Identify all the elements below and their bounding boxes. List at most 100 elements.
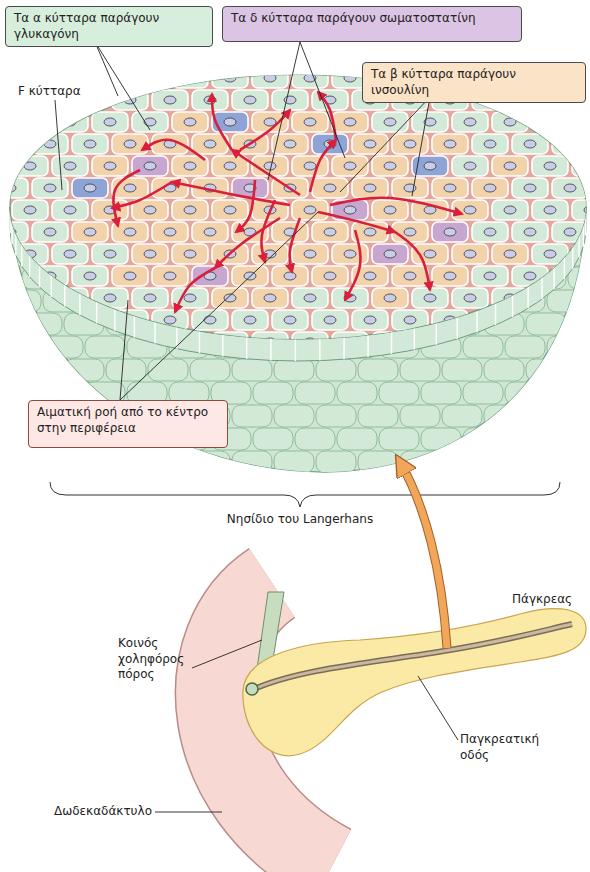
flow-arrow: [112, 182, 172, 208]
cell-nucleus: [284, 316, 296, 324]
cell-body: [512, 222, 548, 242]
dome-cell: [211, 244, 251, 266]
cell-body: [552, 134, 588, 154]
cell-body: [372, 112, 408, 132]
dome-cell: [358, 405, 398, 427]
islet-cell: [512, 134, 548, 154]
dome-cell: [568, 359, 590, 381]
islet-cell: [252, 332, 288, 352]
islet-cell: [212, 200, 248, 220]
dome-cell: [547, 336, 587, 358]
cell-body: [472, 178, 508, 198]
islet-cell: [432, 134, 468, 154]
cell-body: [72, 178, 108, 198]
cell-nucleus: [184, 118, 196, 126]
leader-line: [412, 97, 430, 196]
cell-nucleus: [104, 118, 116, 126]
flow-arrow: [310, 140, 336, 192]
cell-body: [292, 332, 328, 352]
islet-cell: [492, 244, 528, 264]
dome-cell: [379, 428, 419, 450]
leader-line: [340, 97, 430, 192]
flow-arrow: [330, 198, 462, 214]
cell-body: [532, 244, 568, 264]
leader-line: [155, 812, 222, 813]
islet-cell: [72, 266, 108, 286]
islet-cell: [32, 222, 68, 242]
islet-cell: [352, 310, 388, 330]
islet-cell: [372, 332, 408, 352]
flow-arrow: [172, 182, 290, 205]
cell-nucleus: [364, 316, 376, 324]
cell-nucleus: [384, 294, 396, 302]
part-name: Παγκρεατική οδός: [460, 732, 560, 763]
dome-cell: [190, 359, 230, 381]
islet-cell: [352, 178, 388, 198]
dome-cell: [526, 405, 566, 427]
cell-nucleus: [124, 272, 136, 280]
cell-body: [492, 244, 528, 264]
cell-nucleus: [504, 206, 516, 214]
cell-body: [12, 200, 48, 220]
cell-body: [132, 244, 168, 264]
rim-cell-border: [154, 322, 155, 344]
dome-cell: [337, 428, 377, 450]
rim-cell-border: [578, 236, 579, 258]
cell-nucleus: [244, 96, 256, 104]
label-box: Τα α κύτταρα παράγουν γλυκαγόνη: [5, 6, 213, 47]
cell-nucleus: [104, 294, 116, 302]
cell-body: [32, 134, 68, 154]
cell-nucleus: [184, 250, 196, 258]
cell-nucleus: [564, 228, 576, 236]
cell-body: [452, 112, 488, 132]
islet-cell: [112, 134, 148, 154]
islet-cell: [152, 90, 188, 110]
islet-cell: [132, 112, 168, 132]
islet-cell: [332, 112, 368, 132]
cell-nucleus: [144, 118, 156, 126]
dome-cell: [274, 451, 314, 473]
cell-nucleus: [84, 184, 96, 192]
blood-flow-arrows: [112, 92, 462, 312]
islet-cell: [572, 244, 590, 264]
cell-nucleus: [384, 250, 396, 258]
cell-body: [372, 244, 408, 264]
rim-cell-border: [96, 301, 97, 323]
dome-cell: [295, 428, 335, 450]
islet-cell: [392, 266, 428, 286]
islet-cell: [252, 244, 288, 264]
cell-body: [52, 244, 88, 264]
rim-cell-border: [476, 310, 477, 332]
cell-body: [452, 244, 488, 264]
dome-cell: [1, 290, 41, 312]
islet-cell: [0, 178, 28, 198]
rim-cell-border: [246, 337, 247, 359]
islet-cell: [72, 178, 108, 198]
rim-cell-border: [564, 257, 565, 279]
islet-cell: [212, 332, 248, 352]
islet-cell: [152, 266, 188, 286]
cell-nucleus: [304, 118, 316, 126]
rim-cell-border: [495, 303, 496, 325]
islet-cell: [432, 310, 468, 330]
dome-cell: [442, 359, 482, 381]
islet-cell: [272, 90, 308, 110]
dome-cell: [547, 428, 587, 450]
dome-cell: [547, 382, 587, 404]
cell-nucleus: [544, 250, 556, 258]
rim-cell-border: [199, 331, 200, 353]
cell-nucleus: [484, 228, 496, 236]
dome-cell: [0, 313, 20, 335]
dome-cell: [316, 359, 356, 381]
cell-nucleus: [144, 206, 156, 214]
dome-cell: [43, 336, 83, 358]
cell-nucleus: [584, 250, 590, 258]
label-box: Τα δ κύτταρα παράγουν σωματοστατίνη: [222, 6, 522, 42]
cell-nucleus: [524, 140, 536, 148]
islet-cell: [12, 156, 48, 176]
cell-nucleus: [124, 140, 136, 148]
cell-nucleus: [324, 228, 336, 236]
cell-body: [492, 112, 528, 132]
cell-nucleus: [444, 272, 456, 280]
cell-body: [152, 266, 188, 286]
